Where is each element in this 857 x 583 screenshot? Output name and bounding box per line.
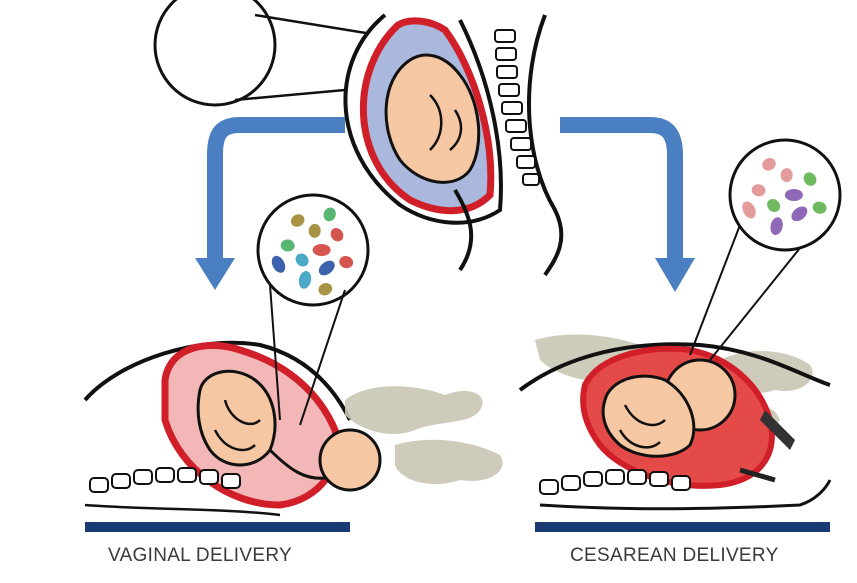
cesarean-delivery-table	[535, 522, 830, 532]
mother-back-line	[529, 15, 561, 275]
spine-cesarean	[540, 470, 690, 494]
vaginal-delivery-illustration	[85, 195, 503, 532]
baby-head-vaginal	[320, 430, 380, 490]
arrow-to-cesarean	[560, 125, 675, 265]
vaginal-pelvis-line	[85, 505, 280, 515]
vaginal-delivery-label: VAGINAL DELIVERY	[108, 545, 292, 567]
vaginal-delivery-table	[85, 522, 350, 532]
arrow-head-cesarean	[655, 258, 695, 292]
cesarean-microbe	[785, 189, 803, 201]
arrow-head-vaginal	[195, 258, 235, 290]
vaginal-microbe	[313, 244, 331, 256]
cesarean-delivery-label: CESAREAN DELIVERY	[570, 545, 779, 567]
